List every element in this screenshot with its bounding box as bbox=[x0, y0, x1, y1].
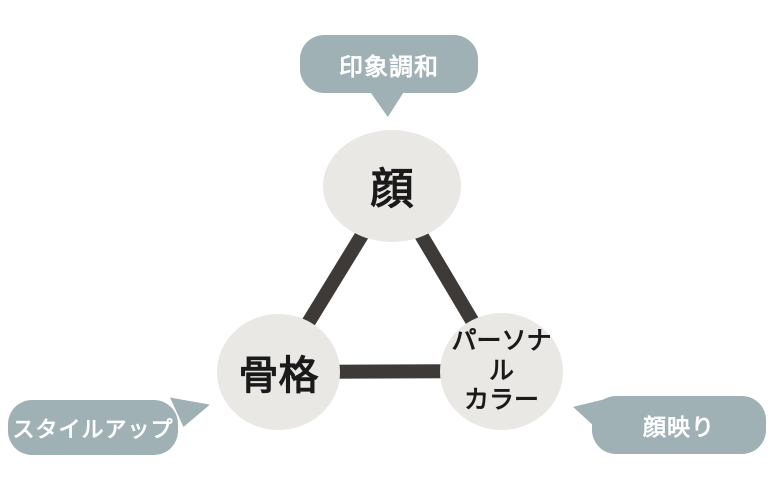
node-personal-color-label: パーソナル カラー bbox=[451, 327, 552, 415]
callout-impression-harmony-label: 印象調和 bbox=[339, 53, 439, 81]
node-personal-color: パーソナル カラー bbox=[440, 313, 563, 430]
node-skeleton: 骨格 bbox=[217, 314, 340, 430]
callout-face-reflection: 顔映り bbox=[592, 396, 766, 454]
callout-face-reflection-label: 顔映り bbox=[643, 414, 715, 440]
node-face: 顔 bbox=[323, 130, 461, 242]
callout-style-up: スタイルアップ bbox=[8, 400, 178, 455]
node-face-label: 顔 bbox=[370, 166, 414, 214]
callout-impression-harmony: 印象調和 bbox=[300, 35, 478, 93]
callout-style-up-label: スタイルアップ bbox=[12, 416, 174, 442]
node-skeleton-label: 骨格 bbox=[238, 354, 319, 398]
